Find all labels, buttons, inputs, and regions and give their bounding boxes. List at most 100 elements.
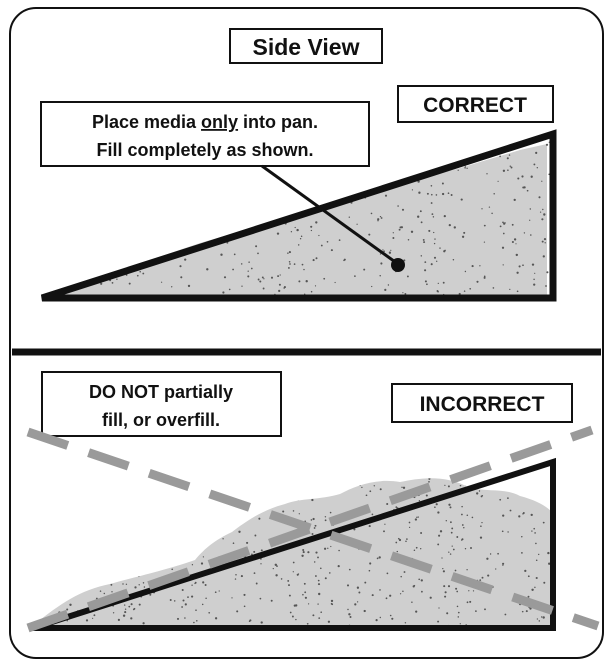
media-speckle [278,289,281,293]
media-speckle [392,232,394,234]
media-speckle [317,603,319,605]
media-speckle [329,511,332,514]
dashed-guide-ascending [26,425,594,633]
media-speckle [459,623,461,625]
media-speckle [369,562,372,565]
media-speckle [430,263,433,266]
media-speckle [306,622,309,625]
incorrect-label: INCORRECT [420,393,545,416]
media-speckle [282,510,285,513]
media-speckle [535,151,538,154]
media-speckle [534,532,536,534]
callout-leader-line [261,164,399,266]
media-speckle [382,249,384,251]
media-speckle [182,599,185,602]
media-speckle [337,565,340,568]
media-speckle [417,180,420,183]
media-speckle [450,531,453,534]
media-speckle [437,543,440,546]
media-speckle [479,579,482,581]
media-speckle [346,584,350,587]
media-speckle [349,615,352,619]
media-speckle [418,500,421,502]
media-speckle [288,251,291,254]
media-speckle [444,484,446,487]
media-speckle [488,206,491,208]
media-speckle [533,527,535,530]
media-speckle [486,173,488,175]
media-speckle [208,611,211,614]
media-speckle [373,485,375,487]
media-speckle [320,244,323,247]
media-speckle [112,612,115,614]
media-speckle [425,494,428,497]
media-speckle [411,601,413,603]
media-speckle [510,166,513,169]
media-speckle [435,503,438,506]
media-speckle [509,165,512,167]
media-speckle [483,276,486,279]
media-speckle [253,550,256,553]
media-speckle [470,547,472,549]
media-speckle [423,241,426,244]
media-speckle [461,505,463,508]
media-speckle [491,212,493,215]
media-speckle [124,608,127,610]
media-speckle [483,241,485,243]
warning-box [41,371,282,437]
media-speckle [310,225,313,228]
media-speckle [416,516,418,518]
media-speckle [181,588,184,592]
media-speckle [320,567,322,570]
media-speckle [529,208,532,210]
media-speckle [539,211,542,213]
media-speckle [299,238,302,240]
media-speckle [502,514,505,517]
media-speckle [262,287,265,290]
dashed-guide-descending [26,427,600,631]
media-speckle [388,251,392,254]
media-speckle [169,599,172,601]
media-speckle [424,269,427,272]
media-speckle [448,551,450,553]
media-speckle [518,515,521,518]
media-speckle [469,600,472,603]
media-speckle [499,155,501,158]
incorrect-media-fill [35,478,552,628]
media-speckle [437,282,439,285]
media-speckle [507,497,509,499]
media-speckle [413,549,416,551]
media-speckle [356,586,360,589]
media-speckle [247,275,250,278]
media-speckle [390,249,392,251]
media-speckle [187,596,189,598]
media-speckle [304,596,307,599]
media-speckle [433,256,437,259]
media-speckle [194,582,196,585]
media-speckle [287,252,289,254]
media-speckle [324,516,327,518]
media-speckle [331,603,334,606]
media-speckle [348,613,351,616]
media-speckle [436,260,438,262]
media-speckle [383,250,385,253]
media-speckle [480,495,483,498]
media-speckle [434,506,436,509]
media-speckle [431,213,434,216]
media-speckle [408,521,411,524]
media-speckle [530,513,533,517]
media-speckle [371,513,374,516]
media-speckle [419,210,422,213]
media-speckle [294,226,296,229]
media-speckle [543,581,546,584]
media-speckle [315,551,318,554]
media-speckle [111,591,113,593]
media-speckle [379,589,381,591]
media-speckle [450,521,452,524]
callout-line-1-after: into pan. [238,112,318,132]
media-speckle [444,595,447,598]
media-speckle [347,608,349,611]
media-speckle [469,287,472,290]
media-speckle [527,595,530,598]
media-speckle [503,222,506,225]
